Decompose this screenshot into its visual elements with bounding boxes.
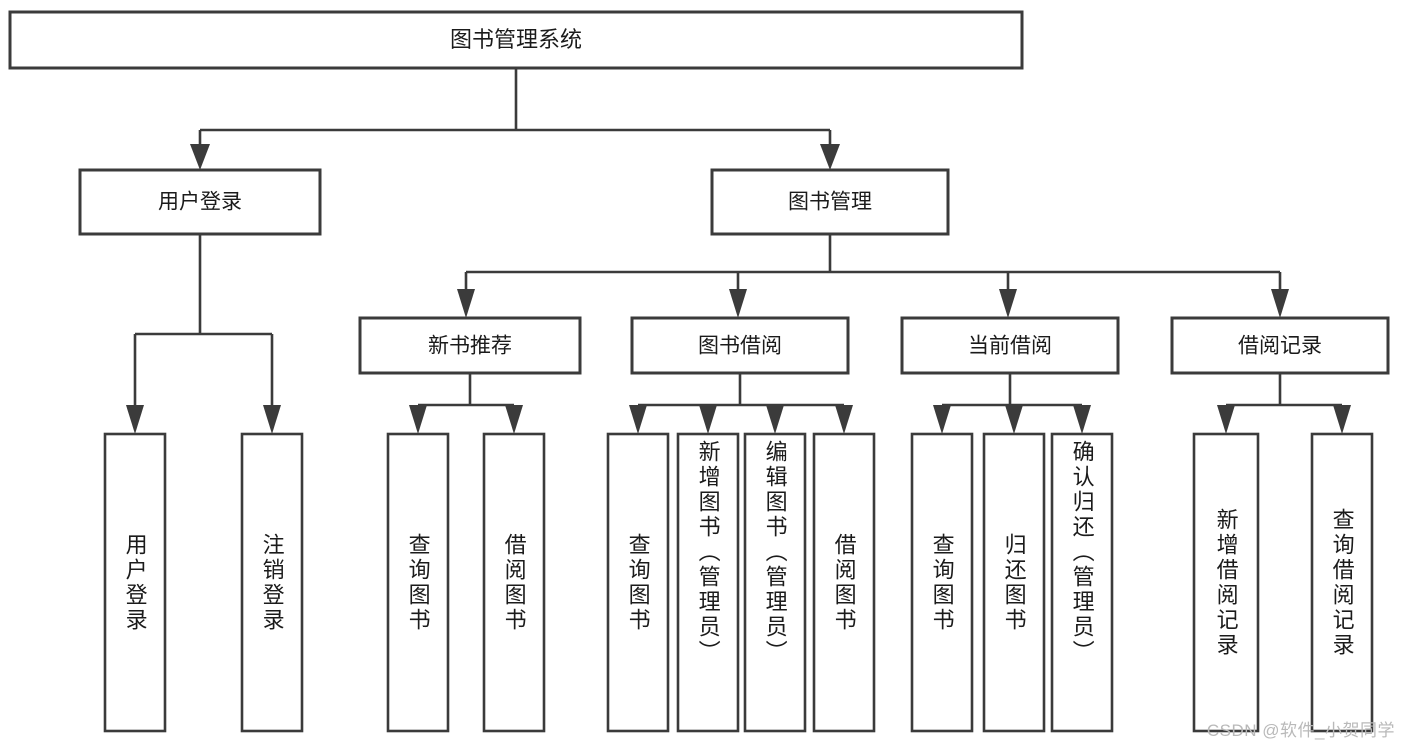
node-borrow-record-box[interactable] (1170, 316, 1390, 375)
node-leaf-query-record-box[interactable] (1310, 432, 1374, 733)
node-root-box[interactable] (8, 10, 1024, 70)
node-current-borrow-box[interactable] (900, 316, 1120, 375)
node-new-book-recommend-box[interactable] (358, 316, 582, 375)
node-layer: 图书管理系统 用户登录 图书管理 新书推荐 图书借阅 当前借阅 借阅记录 (8, 10, 1390, 733)
node-new-book-recommend-label: 新书推荐 (428, 335, 512, 358)
node-leaf-logout-box[interactable] (240, 432, 304, 733)
arrow-book-borrow (729, 289, 747, 318)
arrow-leaf-query-book-3 (933, 405, 951, 434)
arrow-leaf-query-book-2 (629, 405, 647, 434)
node-leaf-edit-book-box[interactable] (743, 432, 807, 733)
node-leaf-query-book-3-box[interactable] (910, 432, 974, 733)
node-leaf-add-record-box[interactable] (1192, 432, 1260, 733)
arrow-leaf-logout (263, 405, 281, 434)
node-leaf-add-book-box[interactable] (676, 432, 740, 733)
csdn-watermark: CSDN @软件_小贺同学 (1206, 721, 1395, 740)
node-current-borrow-label: 当前借阅 (968, 335, 1052, 358)
arrow-leaf-add-record (1217, 405, 1235, 434)
node-book-manage-box[interactable] (710, 168, 950, 236)
node-book-borrow-label: 图书借阅 (698, 335, 782, 358)
arrow-leaf-edit-book (766, 405, 784, 434)
node-user-login-label: 用户登录 (158, 191, 242, 214)
node-leaf-borrow-book-2-box[interactable] (812, 432, 876, 733)
arrow-current-borrow (999, 289, 1017, 318)
arrow-leaf-return-book (1005, 405, 1023, 434)
node-leaf-query-book-2-box[interactable] (606, 432, 670, 733)
node-leaf-query-book-1-box[interactable] (386, 432, 450, 733)
arrow-leaf-borrow-book-2 (835, 405, 853, 434)
arrow-borrow-record (1271, 289, 1289, 318)
arrow-leaf-user-login (126, 405, 144, 434)
node-book-borrow-box[interactable] (630, 316, 850, 375)
node-leaf-confirm-return-box[interactable] (1050, 432, 1114, 733)
node-user-login-box[interactable] (78, 168, 322, 236)
arrow-new-book-recommend (457, 289, 475, 318)
node-borrow-record-label: 借阅记录 (1238, 335, 1322, 358)
arrow-leaf-borrow-book-1 (505, 405, 523, 434)
node-leaf-borrow-book-1-box[interactable] (482, 432, 546, 733)
arrow-to-user-login (190, 144, 210, 170)
connector-layer (126, 68, 1351, 434)
arrow-leaf-query-record (1333, 405, 1351, 434)
node-book-manage-label: 图书管理 (788, 191, 872, 214)
node-root-label: 图书管理系统 (450, 27, 582, 52)
node-leaf-user-login-box[interactable] (103, 432, 167, 733)
arrow-leaf-confirm-return (1073, 405, 1091, 434)
arrow-leaf-query-book-1 (409, 405, 427, 434)
node-leaf-return-book-box[interactable] (982, 432, 1046, 733)
arrow-to-book-manage (820, 144, 840, 170)
arrow-leaf-add-book (699, 405, 717, 434)
